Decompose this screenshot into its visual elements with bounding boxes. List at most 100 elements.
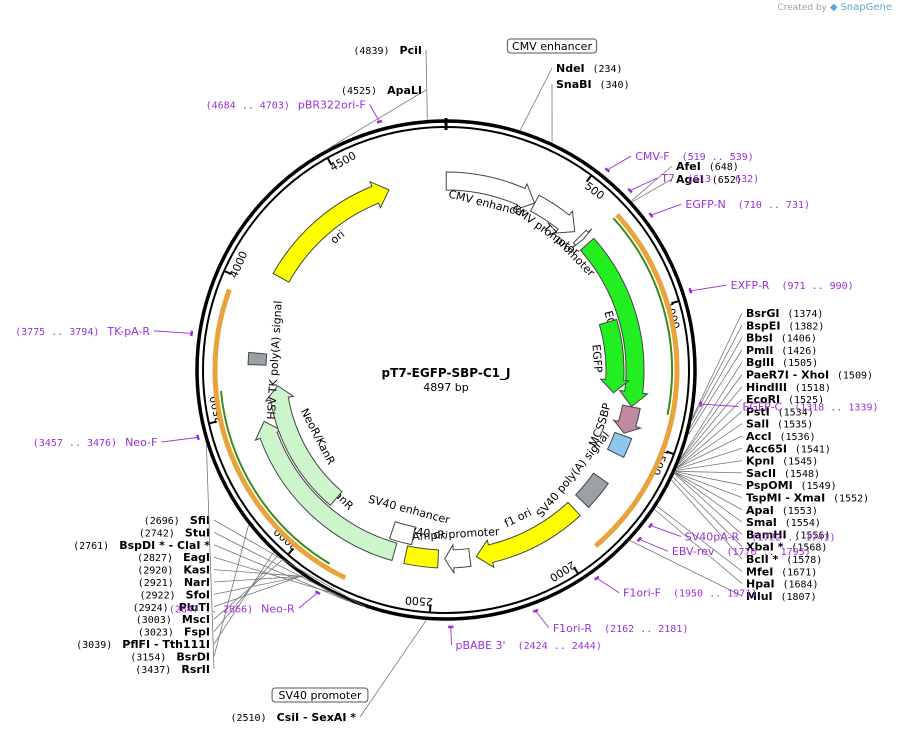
enzyme-label[interactable]: BamHI (1556) <box>746 528 831 541</box>
enzyme-label[interactable]: NdeI (234) <box>556 62 623 75</box>
boxed-feature-label[interactable]: SV40 promoter <box>278 689 362 702</box>
enzyme-label[interactable]: KpnI (1545) <box>746 455 818 468</box>
primer-label[interactable]: F1ori-F(1950 .. 1971) <box>623 587 757 600</box>
enzyme-leader-line <box>675 460 743 471</box>
primer-label[interactable]: CMV-F(519 .. 539) <box>635 150 754 163</box>
boxed-feature-label[interactable]: CMV enhancer <box>512 40 592 53</box>
enzyme-label[interactable]: (2761) BspDI * - ClaI * <box>73 539 210 552</box>
primer-label[interactable]: EXFP-R(971 .. 990) <box>731 279 854 292</box>
enzyme-label[interactable]: (2696) SfiI <box>144 514 210 527</box>
boxed-feature-label-frame <box>271 687 369 703</box>
feature-arrow[interactable] <box>264 385 343 506</box>
primers-group: (4684 .. 4703)pBR322ori-F CMV-F(519 .. 53… <box>15 38 879 703</box>
enzyme-label[interactable]: (3437) RsrII <box>135 663 210 676</box>
enzyme-leader-line <box>672 476 743 547</box>
feature-arrow[interactable] <box>571 228 593 249</box>
primer-label[interactable]: (3457 .. 3476)Neo-F <box>33 436 158 449</box>
enzyme-label[interactable]: (3003) MscI <box>136 613 210 626</box>
enzyme-label[interactable]: ApaI (1553) <box>746 504 818 517</box>
enzyme-leader-line <box>675 470 743 474</box>
enzyme-label[interactable]: AccI (1536) <box>746 430 816 443</box>
enzyme-label[interactable]: Acc65I (1541) <box>746 442 831 455</box>
enzyme-label[interactable]: PaeR7I - XhoI (1509) <box>746 369 873 382</box>
feature-arrow[interactable] <box>529 194 576 234</box>
primer-label[interactable]: EGFP-N(710 .. 731) <box>685 198 810 211</box>
enzyme-label[interactable]: SalI (1535) <box>746 418 813 431</box>
tick-label: 2000 <box>547 558 578 584</box>
enzyme-label[interactable]: EcoRI (1525) <box>746 393 824 406</box>
feature-arrow[interactable] <box>444 543 472 575</box>
enzyme-label[interactable]: (2827) EagI <box>137 551 210 564</box>
feature-arrow[interactable] <box>247 351 268 366</box>
primer-label[interactable]: F1ori-R(2162 .. 2181) <box>553 622 689 635</box>
enzyme-leader-line <box>359 619 427 718</box>
enzyme-leader-line <box>679 386 743 463</box>
feature-arrow[interactable] <box>612 404 643 434</box>
enzyme-label[interactable]: (4839) PciI <box>353 44 422 57</box>
enzyme-label[interactable]: SmaI (1554) <box>746 516 821 529</box>
enzyme-label[interactable]: BsrGI (1374) <box>746 307 823 320</box>
enzyme-label[interactable]: AgeI (652) <box>676 173 742 186</box>
feature-arrow[interactable] <box>574 472 609 509</box>
primer-label[interactable]: (2847 .. 2866)Neo-R <box>169 602 295 615</box>
watermark-prefix: Created by <box>777 3 827 13</box>
primer-label[interactable]: (3775 .. 3794)TK-pA-R <box>15 325 150 338</box>
enzyme-label[interactable]: (3023) FspI <box>138 626 210 639</box>
enzyme-label[interactable]: PstI (1534) <box>746 405 814 418</box>
enzyme-label[interactable]: SacII (1548) <box>746 467 820 480</box>
primer-label[interactable]: T7(613 .. 632) <box>660 172 759 185</box>
primer-label[interactable]: (4684 .. 4703)pBR322ori-F <box>206 98 366 111</box>
enzyme-label[interactable]: PspOMI (1549) <box>746 479 837 492</box>
enzyme-leader-line <box>654 509 743 584</box>
primer-mark <box>636 536 642 543</box>
feature-arrow[interactable] <box>403 545 440 569</box>
enzyme-label[interactable]: (2921) NarI <box>138 576 210 589</box>
feature-arrow[interactable] <box>445 171 536 211</box>
primer-leader-line <box>650 203 682 216</box>
enzyme-label[interactable]: BclI * (1578) <box>746 553 822 566</box>
enzyme-leader-line <box>213 559 283 620</box>
feature-arrow[interactable] <box>272 180 390 283</box>
feature-label: AmpR promoter <box>412 525 501 543</box>
enzyme-label[interactable]: HpaI (1684) <box>746 578 819 591</box>
enzyme-leader-line <box>677 423 743 468</box>
enzyme-label[interactable]: SnaBI (340) <box>556 78 630 91</box>
primer-label[interactable]: EGFP-C(1318 .. 1339) <box>742 400 878 413</box>
enzyme-leader-line <box>676 447 743 470</box>
enzyme-label[interactable]: AfeI (648) <box>676 160 739 173</box>
primer-label[interactable]: EBV-rev(1776 .. 1795) <box>672 545 811 558</box>
primer-leader-line <box>639 538 669 552</box>
enzyme-label[interactable]: (2742) StuI <box>139 526 210 539</box>
enzyme-leader-line <box>629 540 743 597</box>
enzyme-label[interactable]: HindIII (1518) <box>746 381 831 394</box>
enzyme-label[interactable]: (3154) BsrDI <box>130 650 210 663</box>
enzyme-label[interactable]: (2510) CsiI - SexAI * <box>230 711 356 724</box>
enzyme-label[interactable]: (2922) SfoI <box>139 588 210 601</box>
feature-arrow[interactable] <box>254 420 398 562</box>
plasmid-length: 4897 bp <box>423 381 468 394</box>
enzyme-label[interactable]: (2924) PluTI <box>133 601 210 614</box>
tick-mark <box>327 158 333 166</box>
enzyme-label[interactable]: XbaI * (1568) <box>746 541 827 554</box>
enzyme-label[interactable]: (2920) KasI <box>137 564 210 577</box>
enzyme-label[interactable]: MfeI (1671) <box>746 565 817 578</box>
primer-label[interactable]: pBABE 3'(2424 .. 2444) <box>455 639 601 652</box>
enzyme-label[interactable]: (3039) PflFI - Tth111I <box>76 638 210 651</box>
enzyme-label[interactable]: TspMI - XmaI (1552) <box>746 492 869 505</box>
enzyme-label[interactable]: BbsI (1406) <box>746 332 817 345</box>
feature-arrow[interactable] <box>606 431 633 458</box>
enzyme-leader-line <box>656 505 743 572</box>
enzyme-label[interactable]: BglII (1505) <box>746 356 818 369</box>
enzyme-label[interactable]: PmlI (1426) <box>746 344 817 357</box>
primer-label[interactable]: SV40pA-R(1722 .. 1741) <box>685 530 836 543</box>
snapgene-logo-icon: ◆ <box>829 2 838 13</box>
enzyme-label[interactable]: (4525) ApaLI <box>341 84 422 97</box>
feature-arrow[interactable] <box>598 318 631 394</box>
enzyme-label[interactable]: BspEI (1382) <box>746 319 824 332</box>
tick-mark <box>666 450 674 455</box>
orf-arc <box>612 217 673 416</box>
feature-label: SV40 enhancer <box>367 493 452 527</box>
feature-arrow[interactable] <box>475 501 581 569</box>
feature-arrow[interactable] <box>388 521 416 546</box>
enzyme-label[interactable]: MluI (1807) <box>746 590 817 603</box>
